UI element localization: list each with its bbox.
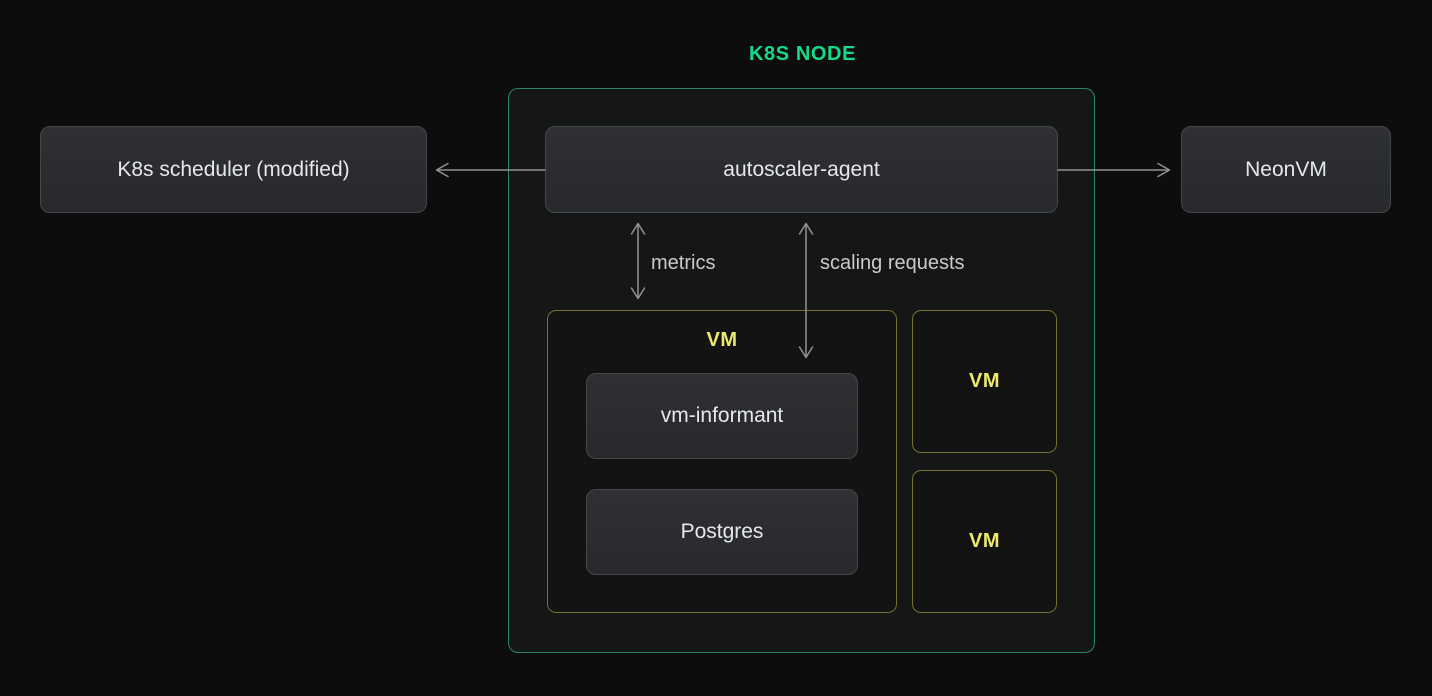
node-neonvm-label: NeonVM bbox=[1245, 157, 1327, 181]
vm-box-top: VM bbox=[912, 310, 1057, 453]
node-k8s-scheduler: K8s scheduler (modified) bbox=[40, 126, 427, 213]
node-postgres-label: Postgres bbox=[680, 520, 764, 543]
node-autoscaler-agent-label: autoscaler-agent bbox=[723, 157, 880, 181]
vm-box-bottom-label: VM bbox=[969, 530, 1000, 552]
node-autoscaler-agent: autoscaler-agent bbox=[545, 126, 1058, 213]
vm-group-label: VM bbox=[706, 329, 738, 351]
edge-label-metrics: metrics bbox=[651, 252, 716, 274]
node-k8s-scheduler-label: K8s scheduler (modified) bbox=[117, 157, 350, 181]
node-neonvm: NeonVM bbox=[1181, 126, 1391, 213]
node-vm-informant-label: vm-informant bbox=[660, 404, 784, 427]
k8s-node-title: K8S NODE bbox=[748, 43, 857, 65]
node-vm-informant: vm-informant bbox=[586, 373, 858, 459]
vm-box-bottom: VM bbox=[912, 470, 1057, 613]
vm-box-top-label: VM bbox=[969, 370, 1000, 392]
node-postgres: Postgres bbox=[586, 489, 858, 575]
edge-label-scaling-requests: scaling requests bbox=[820, 252, 965, 274]
